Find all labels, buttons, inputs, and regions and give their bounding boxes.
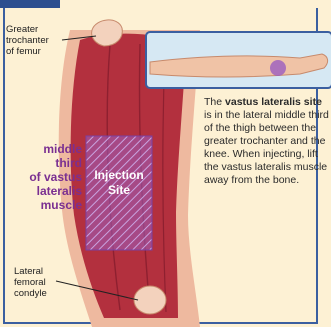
label-line: condyle [14,288,60,299]
label-line: Site [86,183,152,198]
label-line: Lateral [14,266,60,277]
vastus-lateralis-description: The vastus lateralis site is in the late… [204,96,330,187]
label-line: Injection [86,168,152,183]
label-line: middle [4,142,82,156]
lateral-femoral-condyle-bone [134,286,166,314]
description-rest: is in the lateral middle third of the th… [204,109,329,186]
label-line: femoral [14,277,60,288]
label-line: third [4,156,82,170]
description-bold: vastus lateralis site [225,96,322,108]
label-line: Greater [6,24,66,35]
label-line: lateralis [4,184,82,198]
inset-injection-dot [270,60,286,76]
label-line: trochanter [6,35,66,46]
greater-trochanter-label: Greater trochanter of femur [6,24,66,57]
label-line: of vastus [4,170,82,184]
injection-site-label: Injection Site [86,168,152,198]
middle-third-label: middle third of vastus lateralis muscle [4,142,82,212]
label-line: of femur [6,46,66,57]
label-line: muscle [4,198,82,212]
description-intro: The [204,96,225,108]
lateral-femoral-condyle-label: Lateral femoral condyle [14,266,60,299]
